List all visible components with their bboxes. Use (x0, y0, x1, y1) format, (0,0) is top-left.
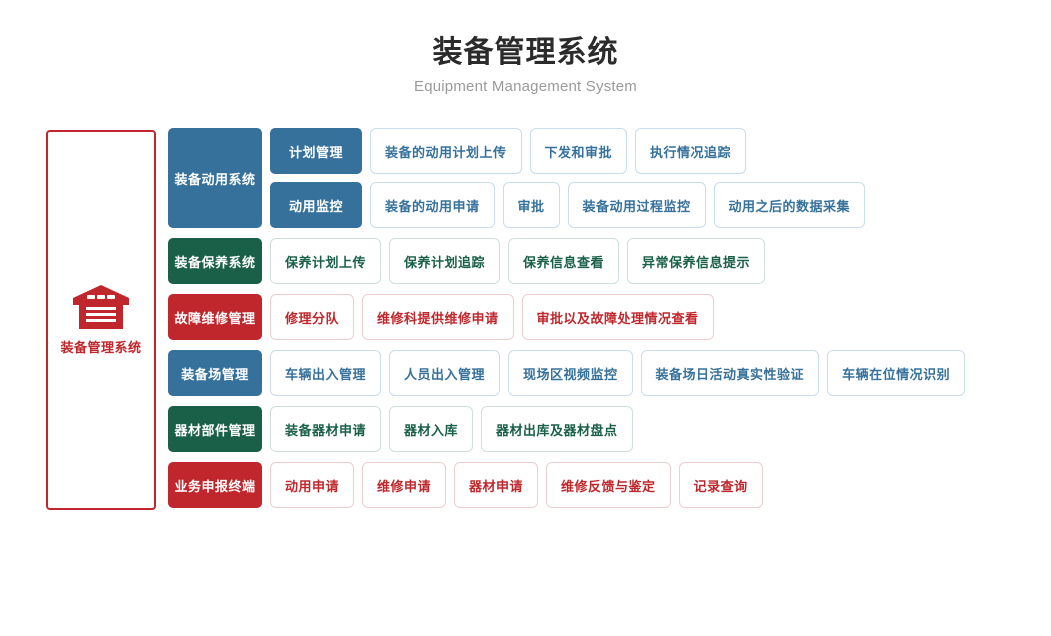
diagram-group: 故障维修管理修理分队维修科提供维修申请审批以及故障处理情况查看 (168, 294, 973, 340)
feature-box[interactable]: 装备的动用计划上传 (370, 128, 522, 174)
category-box[interactable]: 装备动用系统 (168, 128, 262, 228)
system-architecture-diagram: 装备动用系统计划管理装备的动用计划上传下发和审批执行情况追踪动用监控装备的动用申… (168, 128, 973, 518)
feature-box[interactable]: 保养计划追踪 (389, 238, 501, 284)
feature-box[interactable]: 维修科提供维修申请 (362, 294, 514, 340)
feature-box[interactable]: 维修申请 (362, 462, 447, 508)
diagram-group: 装备动用系统计划管理装备的动用计划上传下发和审批执行情况追踪动用监控装备的动用申… (168, 128, 973, 228)
brand-panel: 装备管理系统 (46, 130, 156, 510)
group-rows: 计划管理装备的动用计划上传下发和审批执行情况追踪动用监控装备的动用申请审批装备动… (270, 128, 873, 228)
feature-box[interactable]: 保养计划上传 (270, 238, 382, 284)
feature-box[interactable]: 器材出库及器材盘点 (481, 406, 633, 452)
diagram-row: 动用申请维修申请器材申请维修反馈与鉴定记录查询 (270, 462, 771, 508)
feature-box[interactable]: 装备器材申请 (270, 406, 382, 452)
feature-box[interactable]: 器材入库 (389, 406, 474, 452)
feature-box[interactable]: 动用之后的数据采集 (713, 182, 866, 228)
diagram-row: 保养计划上传保养计划追踪保养信息查看异常保养信息提示 (270, 238, 773, 284)
diagram-row: 计划管理装备的动用计划上传下发和审批执行情况追踪 (270, 128, 873, 174)
brand-label: 装备管理系统 (60, 339, 142, 355)
feature-box[interactable]: 审批以及故障处理情况查看 (521, 294, 714, 340)
warehouse-icon (73, 284, 129, 329)
diagram-group: 装备场管理车辆出入管理人员出入管理现场区视频监控装备场日活动真实性验证车辆在位情… (168, 350, 973, 396)
diagram-row: 动用监控装备的动用申请审批装备动用过程监控动用之后的数据采集 (270, 182, 873, 228)
group-rows: 修理分队维修科提供维修申请审批以及故障处理情况查看 (270, 294, 722, 340)
category-box[interactable]: 器材部件管理 (168, 406, 262, 452)
diagram-row: 装备器材申请器材入库器材出库及器材盘点 (270, 406, 641, 452)
subcategory-box[interactable]: 计划管理 (270, 128, 362, 174)
feature-box[interactable]: 维修反馈与鉴定 (546, 462, 671, 508)
feature-box[interactable]: 装备场日活动真实性验证 (640, 350, 820, 396)
subcategory-box[interactable]: 动用监控 (270, 182, 362, 228)
feature-box[interactable]: 下发和审批 (529, 128, 628, 174)
feature-box[interactable]: 人员出入管理 (389, 350, 501, 396)
page-header: 装备管理系统 Equipment Management System (0, 34, 1051, 95)
category-box[interactable]: 装备场管理 (168, 350, 262, 396)
feature-box[interactable]: 现场区视频监控 (508, 350, 633, 396)
diagram-row: 修理分队维修科提供维修申请审批以及故障处理情况查看 (270, 294, 722, 340)
feature-box[interactable]: 修理分队 (270, 294, 355, 340)
diagram-row: 车辆出入管理人员出入管理现场区视频监控装备场日活动真实性验证车辆在位情况识别 (270, 350, 973, 396)
group-rows: 动用申请维修申请器材申请维修反馈与鉴定记录查询 (270, 462, 771, 508)
feature-box[interactable]: 动用申请 (270, 462, 355, 508)
feature-box[interactable]: 异常保养信息提示 (627, 238, 766, 284)
diagram-group: 业务申报终端动用申请维修申请器材申请维修反馈与鉴定记录查询 (168, 462, 973, 508)
group-rows: 装备器材申请器材入库器材出库及器材盘点 (270, 406, 641, 452)
category-box[interactable]: 故障维修管理 (168, 294, 262, 340)
group-rows: 车辆出入管理人员出入管理现场区视频监控装备场日活动真实性验证车辆在位情况识别 (270, 350, 973, 396)
feature-box[interactable]: 执行情况追踪 (635, 128, 747, 174)
feature-box[interactable]: 装备的动用申请 (370, 182, 495, 228)
feature-box[interactable]: 装备动用过程监控 (567, 182, 706, 228)
category-box[interactable]: 业务申报终端 (168, 462, 262, 508)
diagram-group: 器材部件管理装备器材申请器材入库器材出库及器材盘点 (168, 406, 973, 452)
feature-box[interactable]: 车辆在位情况识别 (827, 350, 966, 396)
page-title: 装备管理系统 (432, 36, 619, 69)
feature-box[interactable]: 车辆出入管理 (270, 350, 382, 396)
diagram-group: 装备保养系统保养计划上传保养计划追踪保养信息查看异常保养信息提示 (168, 238, 973, 284)
category-box[interactable]: 装备保养系统 (168, 238, 262, 284)
feature-box[interactable]: 保养信息查看 (508, 238, 620, 284)
feature-box[interactable]: 审批 (502, 182, 560, 228)
page-subtitle: Equipment Management System (413, 77, 637, 95)
group-rows: 保养计划上传保养计划追踪保养信息查看异常保养信息提示 (270, 238, 773, 284)
feature-box[interactable]: 记录查询 (678, 462, 763, 508)
feature-box[interactable]: 器材申请 (454, 462, 539, 508)
